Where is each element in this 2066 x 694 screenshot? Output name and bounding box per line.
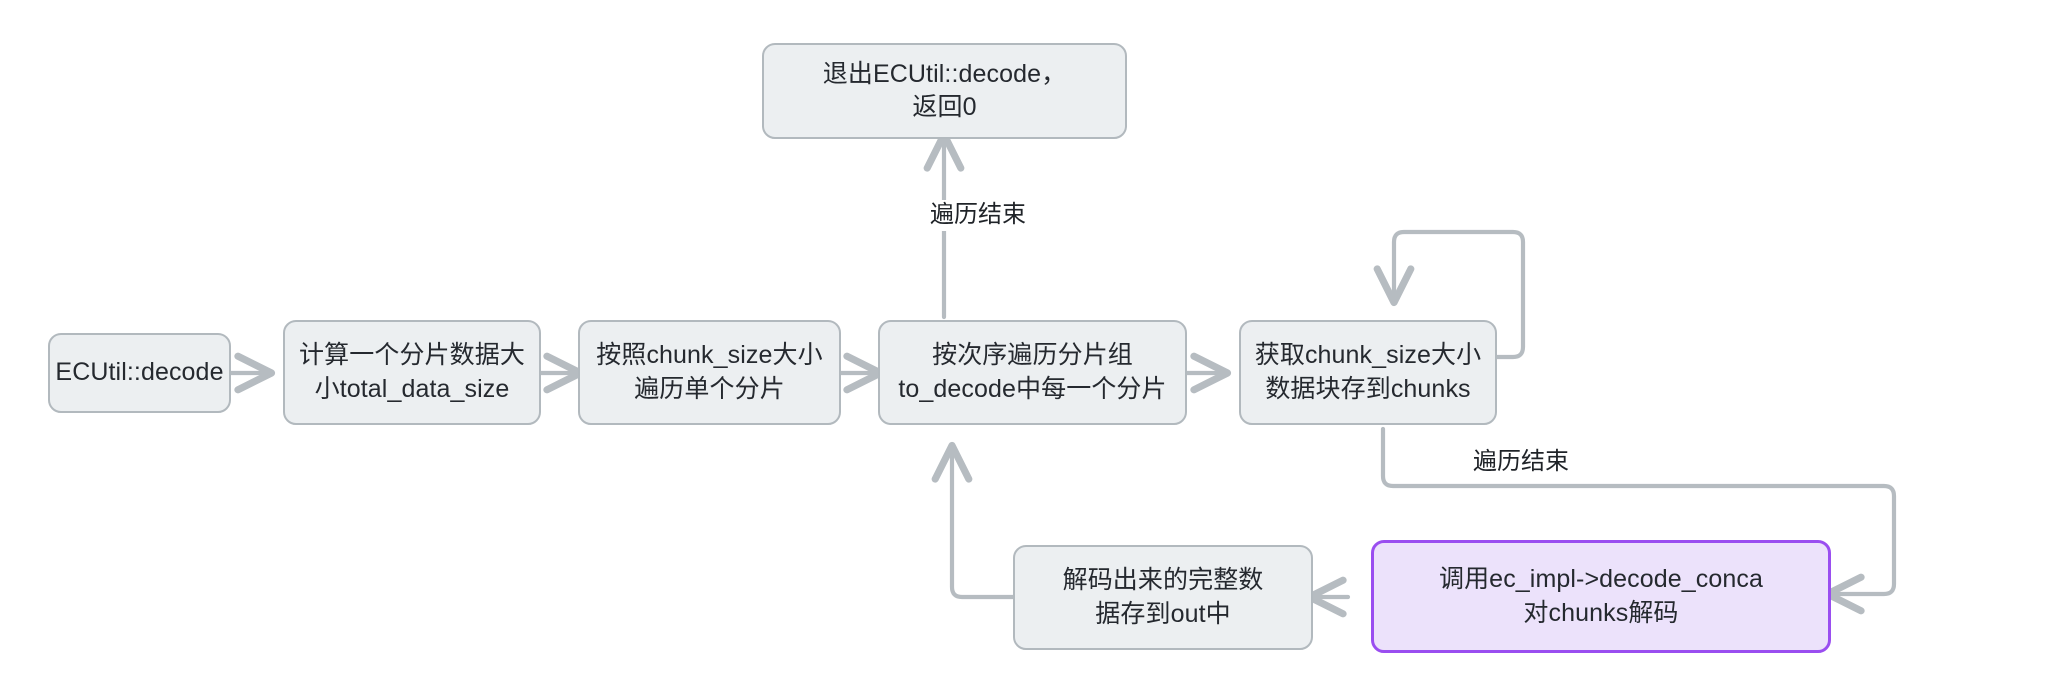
node-exit-return-zero[interactable]: 退出ECUtil::decode， 返回0 — [762, 43, 1127, 139]
edge-get-chunk-to-iter-group — [1373, 229, 1526, 360]
node-iterate-single-shard[interactable]: 按照chunk_size大小 遍历单个分片 — [578, 320, 841, 425]
edge-iter-group-to-decode-concat — [1380, 426, 1897, 615]
edge-label-loop-end-top: 遍历结束 — [925, 200, 1031, 231]
node-call-decode-concat[interactable]: 调用ec_impl->decode_conca 对chunks解码 — [1371, 540, 1831, 653]
edge-label-loop-end-bottom: 遍历结束 — [1468, 447, 1574, 478]
node-get-chunk-store-chunks[interactable]: 获取chunk_size大小 数据块存到chunks — [1239, 320, 1497, 425]
node-store-decoded-to-out[interactable]: 解码出来的完整数 据存到out中 — [1013, 545, 1313, 650]
node-calc-total-data-size[interactable]: 计算一个分片数据大 小total_data_size — [283, 320, 541, 425]
edge-store-out-to-iter-shard — [931, 441, 1016, 600]
node-iterate-shard-group[interactable]: 按次序遍历分片组 to_decode中每一个分片 — [878, 320, 1187, 425]
node-start[interactable]: ECUtil::decode — [48, 333, 231, 413]
